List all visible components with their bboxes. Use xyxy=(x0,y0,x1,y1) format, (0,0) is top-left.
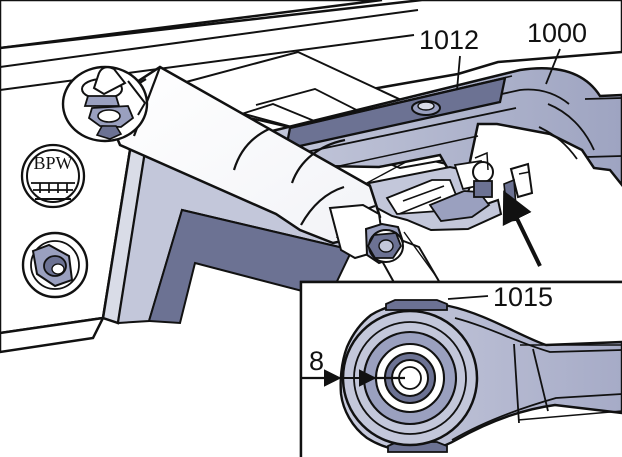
top-callouts: 1012 1000 xyxy=(419,18,587,91)
label-8: 8 xyxy=(309,346,324,376)
bracket-assembly xyxy=(367,151,534,232)
leader-1015 xyxy=(447,295,489,300)
shock-absorber xyxy=(61,65,405,265)
label-1000: 1000 xyxy=(527,18,587,48)
bpw-logo-text: BPW xyxy=(33,153,72,173)
label-1015: 1015 xyxy=(493,282,553,312)
mount-hole xyxy=(21,231,89,299)
direction-arrow xyxy=(502,190,542,267)
bpw-logo-icon: BPW xyxy=(20,143,86,209)
label-1012: 1012 xyxy=(419,25,479,55)
plate-1012 xyxy=(284,76,507,151)
detail-inset: 8 1015 xyxy=(299,280,622,457)
leader-1000 xyxy=(545,48,561,85)
leader-1012 xyxy=(456,55,461,91)
